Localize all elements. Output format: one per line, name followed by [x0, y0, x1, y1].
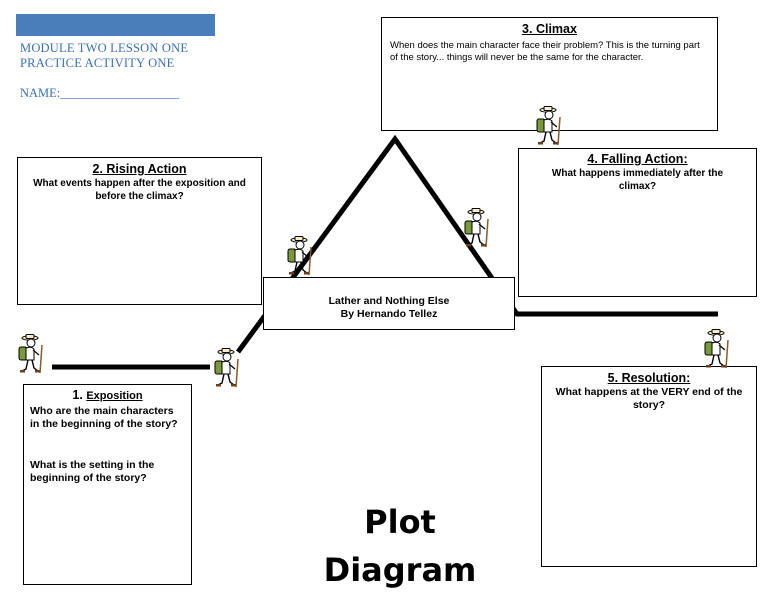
resolution-box[interactable]: 5. Resolution: What happens at the VERY … — [541, 366, 757, 567]
exposition-question-characters: Who are the main characters in the begin… — [30, 405, 178, 430]
exposition-question-setting: What is the setting in the beginning of … — [30, 459, 155, 484]
story-title: Lather and Nothing Else — [328, 295, 450, 307]
story-author: By Hernando Tellez — [340, 308, 438, 320]
resolution-colon: : — [686, 371, 691, 385]
module-title-line1: MODULE TWO LESSON ONE — [20, 41, 189, 55]
header-bar — [16, 14, 215, 36]
hiker-icon — [464, 207, 489, 248]
name-field[interactable]: NAME:___________________ — [20, 86, 180, 100]
rising-action-box[interactable]: 2. Rising Action What events happen afte… — [17, 157, 262, 305]
hiker-icon — [214, 347, 239, 388]
falling-action-prompt: What happens immediately after the clima… — [551, 168, 724, 192]
hiker-icon — [287, 235, 312, 276]
exposition-title: Exposition — [86, 390, 143, 402]
rising-action-title: 2. Rising Action — [92, 162, 187, 176]
resolution-title: 5. Resolution — [607, 371, 687, 385]
hiker-icon — [18, 333, 43, 374]
hiker-icon — [536, 105, 561, 146]
exposition-number: 1. — [72, 388, 83, 402]
rising-action-prompt: What events happen after the exposition … — [33, 178, 246, 202]
exposition-box[interactable]: 1. Exposition Who are the main character… — [23, 384, 192, 585]
falling-action-title: 4. Falling Action — [587, 152, 684, 166]
module-title: MODULE TWO LESSON ONE PRACTICE ACTIVITY … — [20, 41, 188, 71]
diagram-title: Plot Diagram — [300, 498, 500, 594]
diagram-title-line1: Plot — [364, 503, 436, 541]
resolution-prompt: What happens at the VERY end of the stor… — [555, 386, 743, 411]
story-title-box: Lather and Nothing Else By Hernando Tell… — [263, 277, 515, 330]
module-title-line2: PRACTICE ACTIVITY ONE — [20, 56, 175, 70]
falling-action-colon: : — [683, 152, 688, 166]
climax-title: 3. Climax — [522, 22, 577, 36]
falling-action-box[interactable]: 4. Falling Action: What happens immediat… — [518, 148, 757, 297]
climax-prompt: When does the main character face their … — [390, 40, 700, 63]
hiker-icon — [704, 328, 729, 369]
diagram-title-line2: Diagram — [323, 551, 477, 589]
